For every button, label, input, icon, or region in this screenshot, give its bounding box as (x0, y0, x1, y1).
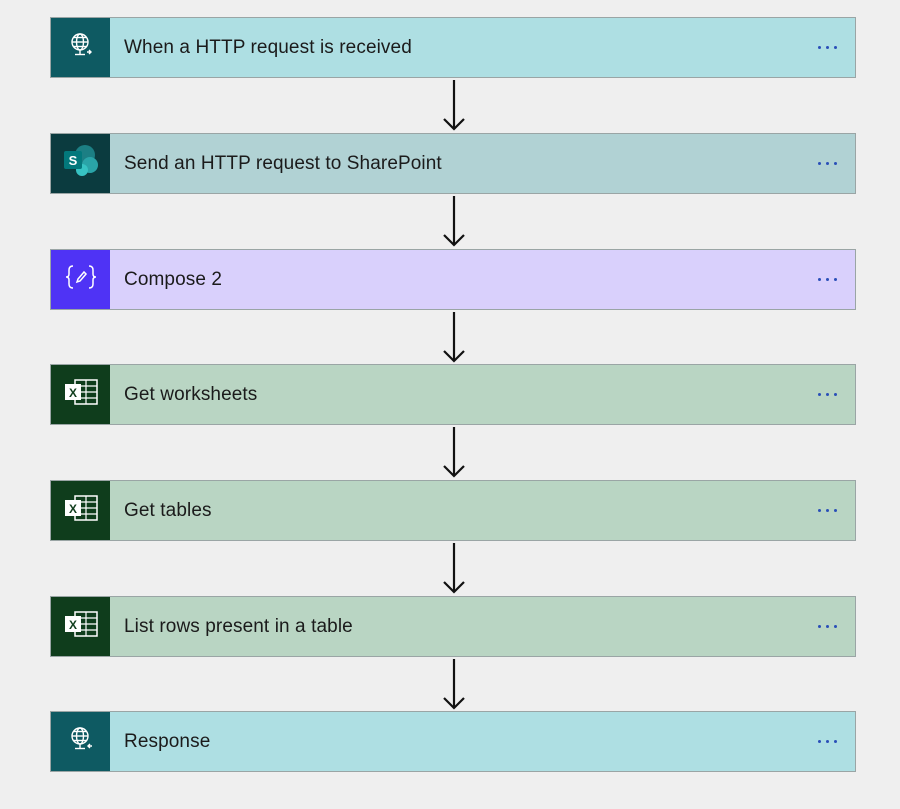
excel-icon: X (63, 494, 99, 527)
svg-text:X: X (68, 618, 76, 632)
compose-braces-icon (64, 263, 98, 296)
svg-text:X: X (68, 386, 76, 400)
arrow-down-icon (443, 543, 465, 594)
step-sharepoint-request[interactable]: S Send an HTTP request to SharePoint (50, 133, 856, 194)
step-title: Get worksheets (124, 383, 258, 405)
step-compose[interactable]: Compose 2 (50, 249, 856, 310)
ellipsis-icon (817, 278, 837, 281)
ellipsis-icon (817, 46, 837, 49)
arrow-down-icon (443, 196, 465, 247)
more-options-button[interactable] (799, 481, 855, 540)
arrow-down-icon (443, 427, 465, 478)
ellipsis-icon (817, 625, 837, 628)
step-title: When a HTTP request is received (124, 36, 412, 58)
more-options-button[interactable] (799, 134, 855, 193)
excel-icon: X (63, 610, 99, 643)
arrow-down-icon (443, 80, 465, 131)
http-response-globe-icon (68, 726, 94, 757)
step-response[interactable]: Response (50, 711, 856, 772)
more-options-button[interactable] (799, 365, 855, 424)
sharepoint-icon: S (61, 144, 101, 183)
step-title: List rows present in a table (124, 615, 353, 637)
step-get-tables[interactable]: X Get tables (50, 480, 856, 541)
step-list-rows[interactable]: X List rows present in a table (50, 596, 856, 657)
svg-text:S: S (68, 153, 77, 168)
step-icon-box (51, 712, 110, 771)
step-icon-box: X (51, 597, 110, 656)
ellipsis-icon (817, 162, 837, 165)
more-options-button[interactable] (799, 712, 855, 771)
step-icon-box: X (51, 481, 110, 540)
svg-text:X: X (68, 502, 76, 516)
step-icon-box (51, 250, 110, 309)
step-title: Get tables (124, 499, 212, 521)
step-icon-box: X (51, 365, 110, 424)
more-options-button[interactable] (799, 18, 855, 77)
step-title: Compose 2 (124, 268, 223, 290)
more-options-button[interactable] (799, 597, 855, 656)
http-request-globe-icon (68, 32, 94, 63)
step-http-trigger[interactable]: When a HTTP request is received (50, 17, 856, 78)
arrow-down-icon (443, 659, 465, 710)
more-options-button[interactable] (799, 250, 855, 309)
arrow-down-icon (443, 312, 465, 363)
step-title: Response (124, 730, 211, 752)
step-get-worksheets[interactable]: X Get worksheets (50, 364, 856, 425)
ellipsis-icon (817, 393, 837, 396)
step-icon-box (51, 18, 110, 77)
ellipsis-icon (817, 740, 837, 743)
ellipsis-icon (817, 509, 837, 512)
excel-icon: X (63, 378, 99, 411)
step-title: Send an HTTP request to SharePoint (124, 152, 442, 174)
step-icon-box: S (51, 134, 110, 193)
